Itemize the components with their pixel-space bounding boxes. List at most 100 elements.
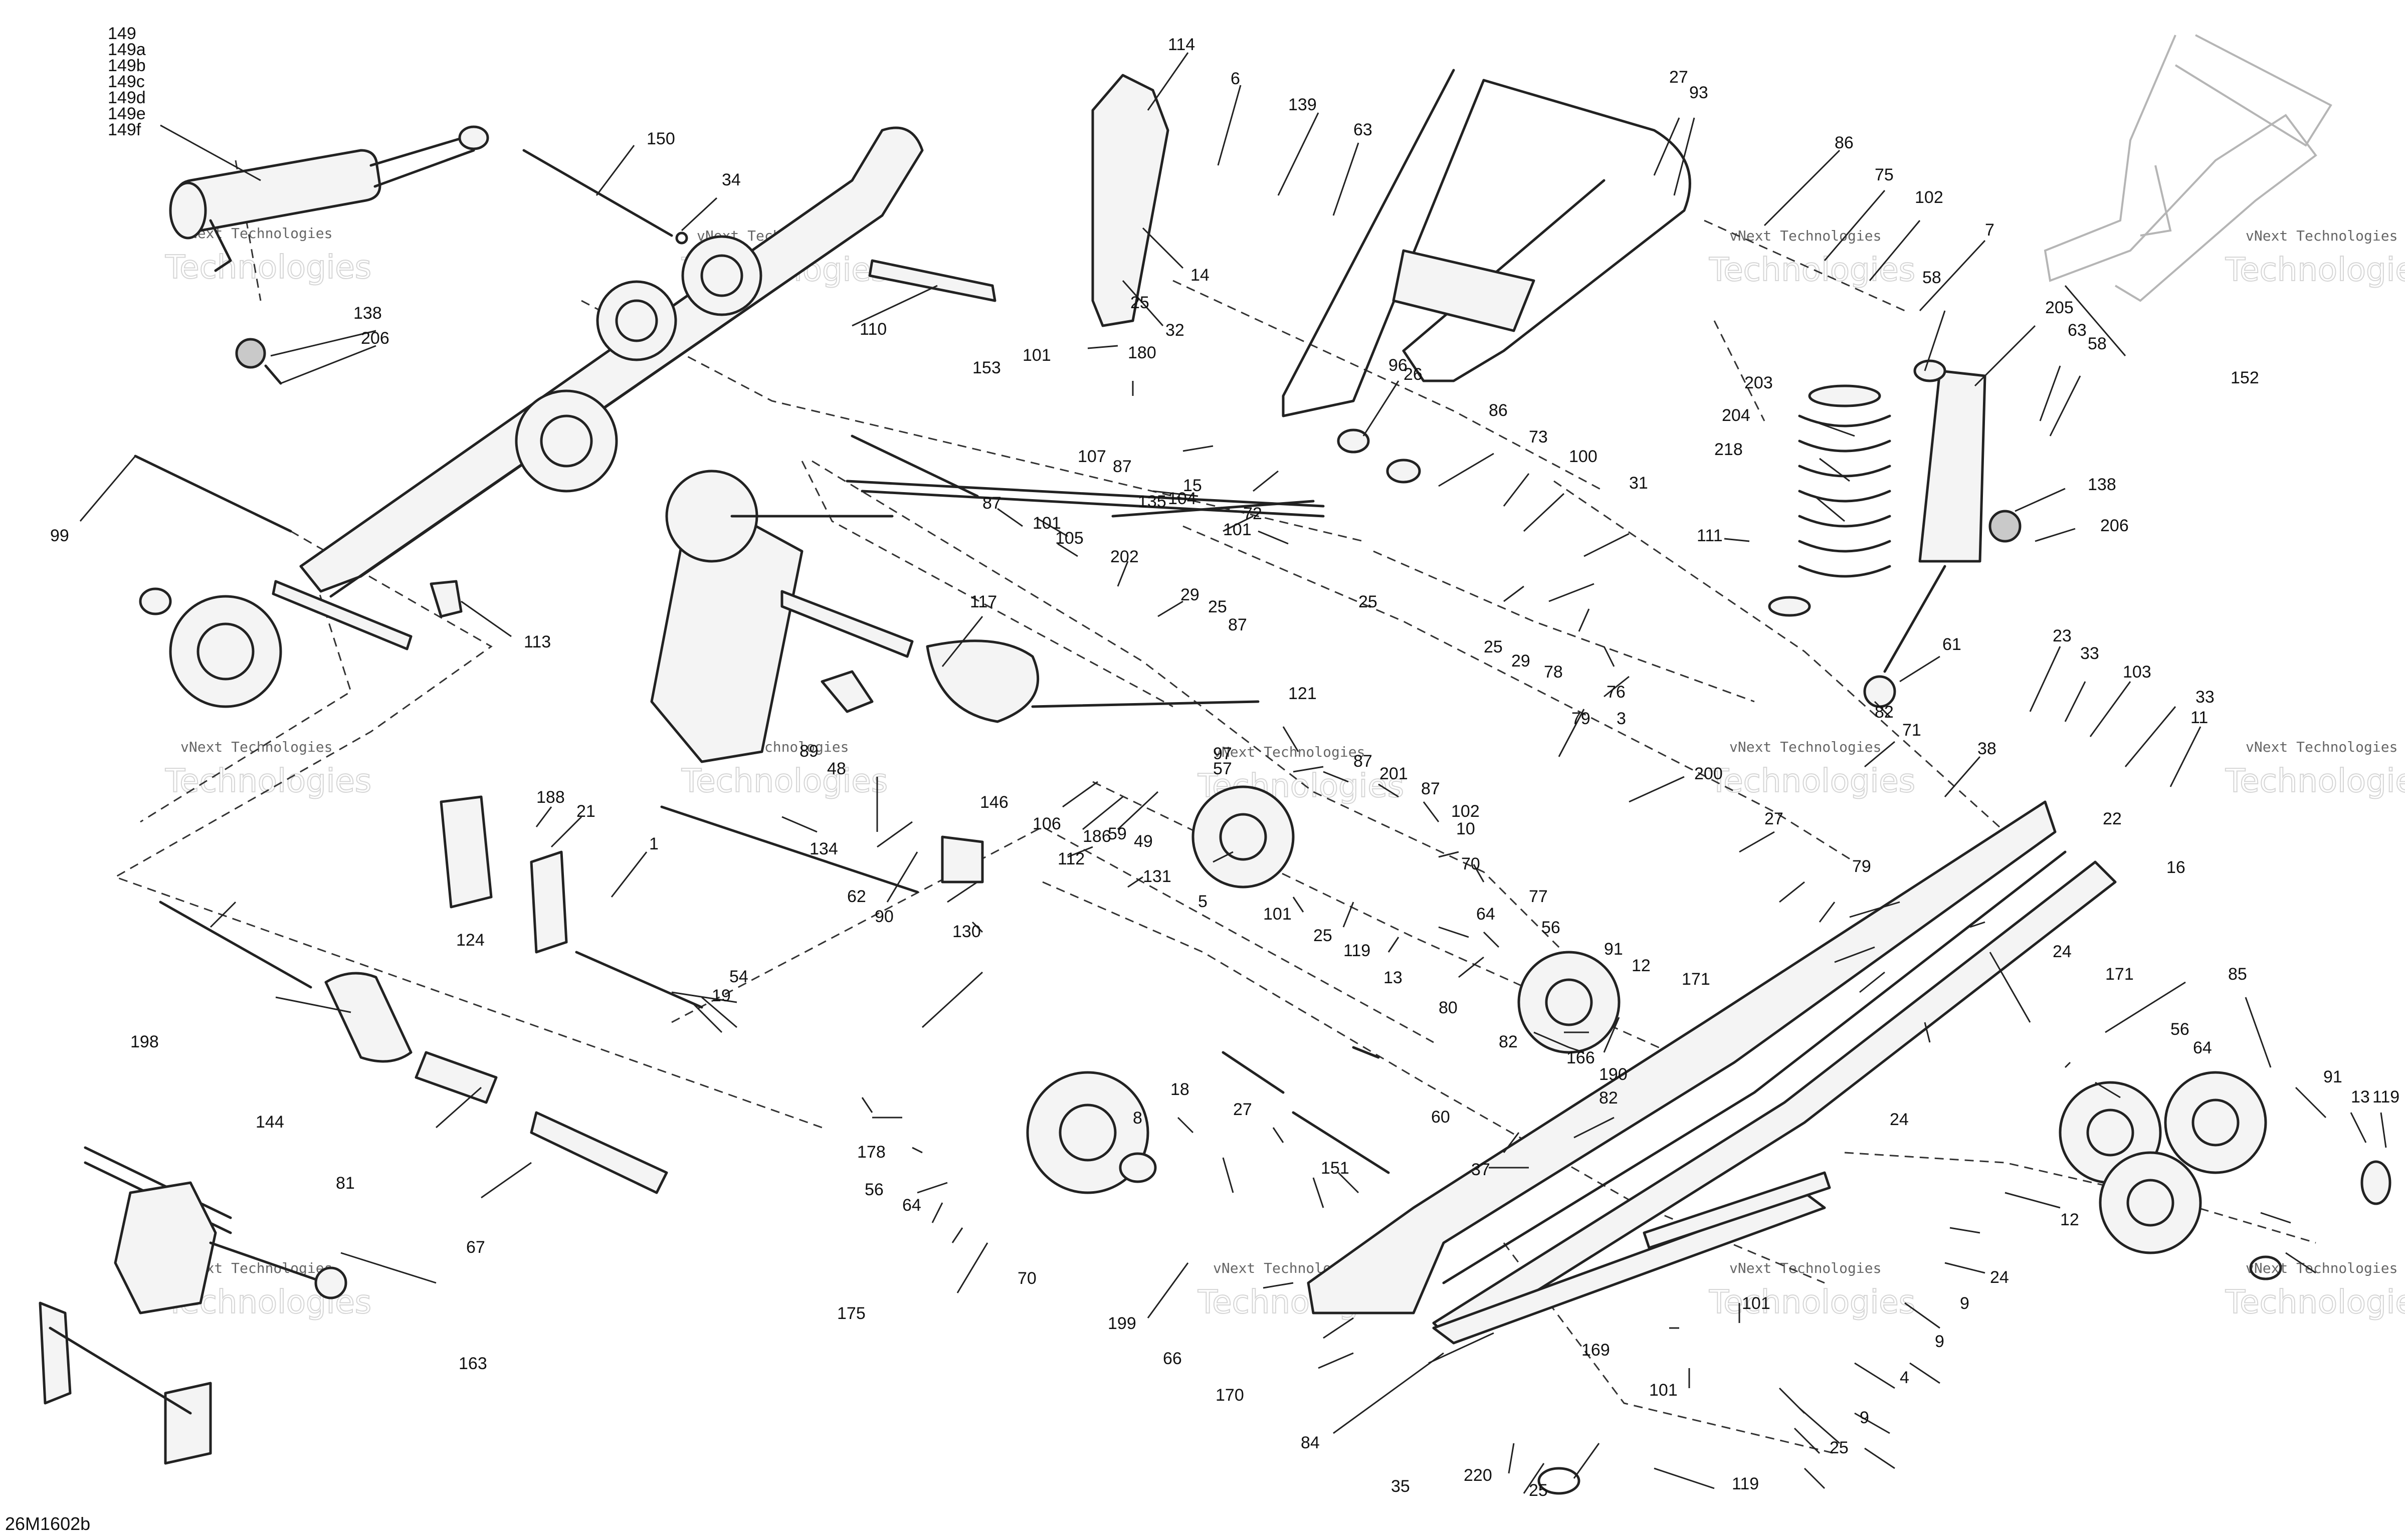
callout-6: 6 bbox=[1231, 69, 1240, 88]
callout-149c: 149c bbox=[108, 72, 145, 91]
callout-149b: 149b bbox=[108, 56, 146, 75]
callout-102: 102 bbox=[1915, 188, 1943, 207]
callout-149d: 149d bbox=[108, 88, 146, 107]
callout-91: 91 bbox=[2323, 1067, 2342, 1086]
callout-178: 178 bbox=[857, 1143, 886, 1162]
callout-70: 70 bbox=[1018, 1269, 1037, 1288]
callout-101: 101 bbox=[1649, 1381, 1678, 1400]
callout-87: 87 bbox=[1353, 752, 1372, 771]
callout-91: 91 bbox=[1604, 940, 1623, 959]
callout-199: 199 bbox=[1108, 1314, 1136, 1333]
callout-111: 111 bbox=[1697, 526, 1723, 545]
callout-73: 73 bbox=[1529, 427, 1548, 447]
callout-62: 62 bbox=[847, 887, 866, 906]
callout-149a: 149a bbox=[108, 40, 146, 59]
callout-26: 26 bbox=[1404, 365, 1423, 384]
callout-34: 34 bbox=[722, 170, 741, 189]
callout-170: 170 bbox=[1216, 1386, 1244, 1405]
callout-63: 63 bbox=[1353, 120, 1372, 139]
callout-24: 24 bbox=[1990, 1268, 2009, 1287]
callout-10: 10 bbox=[1456, 819, 1475, 838]
callout-146: 146 bbox=[980, 793, 1009, 812]
watermark-text: Technologies bbox=[681, 763, 888, 800]
callout-112: 112 bbox=[1058, 849, 1085, 868]
callout-60: 60 bbox=[1431, 1108, 1450, 1127]
callout-77: 77 bbox=[1529, 887, 1548, 906]
callout-12: 12 bbox=[1632, 956, 1651, 975]
callout-186: 186 bbox=[1083, 827, 1111, 846]
callout-24: 24 bbox=[1890, 1110, 1909, 1129]
callout-75: 75 bbox=[1875, 165, 1894, 184]
front-arm-and-axle bbox=[39, 1146, 347, 1465]
callout-56: 56 bbox=[1541, 918, 1560, 937]
callout-198: 198 bbox=[130, 1032, 159, 1051]
callout-203: 203 bbox=[1744, 373, 1773, 392]
watermark-text: Technologies bbox=[1709, 763, 1915, 800]
callout-87: 87 bbox=[1113, 457, 1132, 476]
callout-66: 66 bbox=[1163, 1349, 1182, 1368]
callout-27: 27 bbox=[1669, 68, 1688, 87]
callout-21: 21 bbox=[576, 802, 595, 821]
callout-18: 18 bbox=[1170, 1080, 1189, 1099]
callout-76: 76 bbox=[1607, 683, 1626, 702]
callout-3: 3 bbox=[1617, 709, 1626, 728]
callout-25: 25 bbox=[1208, 597, 1227, 616]
callout-85: 85 bbox=[2228, 965, 2247, 984]
callout-86: 86 bbox=[1835, 133, 1854, 152]
callout-27: 27 bbox=[1764, 809, 1783, 828]
callout-190: 190 bbox=[1599, 1065, 1628, 1084]
callout-67: 67 bbox=[466, 1238, 485, 1257]
callout-59: 59 bbox=[1108, 824, 1127, 843]
callout-151: 151 bbox=[1321, 1159, 1349, 1178]
callout-138: 138 bbox=[2088, 475, 2116, 494]
callout-56: 56 bbox=[2170, 1020, 2189, 1039]
callout-87: 87 bbox=[982, 494, 1001, 513]
callout-84: 84 bbox=[1301, 1433, 1320, 1452]
watermark-text: Technologies bbox=[1709, 252, 1915, 289]
callout-103: 103 bbox=[2123, 663, 2151, 682]
callout-64: 64 bbox=[902, 1196, 921, 1215]
callout-139: 139 bbox=[1288, 95, 1317, 114]
callout-171: 171 bbox=[2105, 965, 2134, 984]
callout-149f: 149f bbox=[108, 120, 141, 139]
callout-117: 117 bbox=[970, 592, 997, 611]
callout-166: 166 bbox=[1566, 1048, 1595, 1067]
callout-87: 87 bbox=[1421, 779, 1440, 798]
callout-206: 206 bbox=[361, 329, 389, 348]
callout-5: 5 bbox=[1198, 892, 1208, 911]
callout-106: 106 bbox=[1033, 814, 1061, 833]
callout-29: 29 bbox=[1511, 651, 1530, 671]
watermark-text: vNext Technologies bbox=[2246, 739, 2397, 755]
callout-37: 37 bbox=[1471, 1160, 1490, 1179]
callout-78: 78 bbox=[1544, 663, 1563, 682]
callout-32: 32 bbox=[1165, 321, 1184, 340]
callout-8: 8 bbox=[1133, 1109, 1142, 1128]
callout-22: 22 bbox=[2103, 809, 2122, 828]
callout-61: 61 bbox=[1942, 635, 1961, 654]
callout-163: 163 bbox=[459, 1354, 487, 1373]
callout-105: 105 bbox=[1055, 529, 1084, 548]
callout-13: 13 bbox=[2351, 1087, 2370, 1107]
callout-100: 100 bbox=[1569, 447, 1597, 466]
callout-204: 204 bbox=[1722, 406, 1750, 425]
rear-shock-and-spring bbox=[1768, 359, 2022, 708]
callout-101: 101 bbox=[1033, 514, 1061, 533]
callout-23: 23 bbox=[2053, 626, 2072, 645]
rear-arm-assembly bbox=[650, 69, 1691, 763]
callout-87: 87 bbox=[1228, 615, 1247, 634]
callout-25: 25 bbox=[1313, 926, 1332, 945]
callout-188: 188 bbox=[536, 788, 565, 807]
callout-82: 82 bbox=[1599, 1088, 1618, 1108]
watermark-text: vNext Technologies bbox=[1213, 744, 1365, 760]
callout-31: 31 bbox=[1629, 474, 1648, 493]
front-idler-arm-assembly bbox=[134, 126, 996, 708]
callout-110: 110 bbox=[860, 320, 887, 339]
callout-134: 134 bbox=[810, 839, 838, 858]
callout-99: 99 bbox=[50, 526, 69, 545]
callout-93: 93 bbox=[1689, 83, 1708, 102]
callout-101: 101 bbox=[1263, 905, 1292, 924]
callout-205: 205 bbox=[2045, 298, 2074, 317]
callout-201: 201 bbox=[1379, 764, 1408, 783]
front-shock-absorber bbox=[169, 125, 489, 385]
